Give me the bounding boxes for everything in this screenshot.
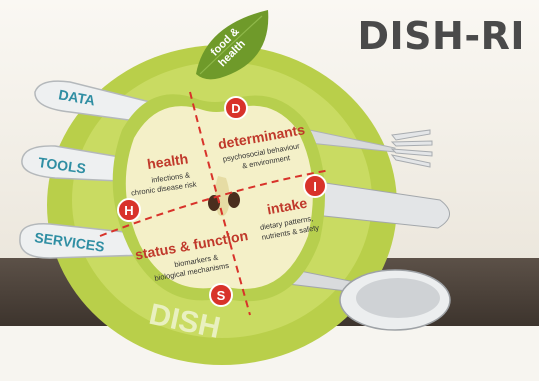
badge-determinants: D [224,96,248,120]
knife-icon [304,179,450,229]
svg-text:S: S [217,288,226,303]
health-heading: health [146,150,189,172]
quadrant-intake: intake dietary patterns, nutrients & saf… [259,195,320,242]
page-title: DISH-RI [357,14,525,58]
apple-seed [228,192,240,208]
badge-status: S [209,283,233,307]
utensil-label-tools: TOOLS [37,154,87,177]
utensil-label-data: DATA [57,86,96,108]
svg-text:I: I [313,179,317,194]
badge-intake: I [303,174,327,198]
svg-text:H: H [124,203,133,218]
divider-horizontal [99,169,331,237]
intake-heading: intake [266,195,309,218]
leaf-icon: food & health [196,10,269,80]
apple-half [112,94,325,302]
svg-text:D: D [231,101,240,116]
badge-health: H [117,198,141,222]
apple-seed [208,195,220,211]
